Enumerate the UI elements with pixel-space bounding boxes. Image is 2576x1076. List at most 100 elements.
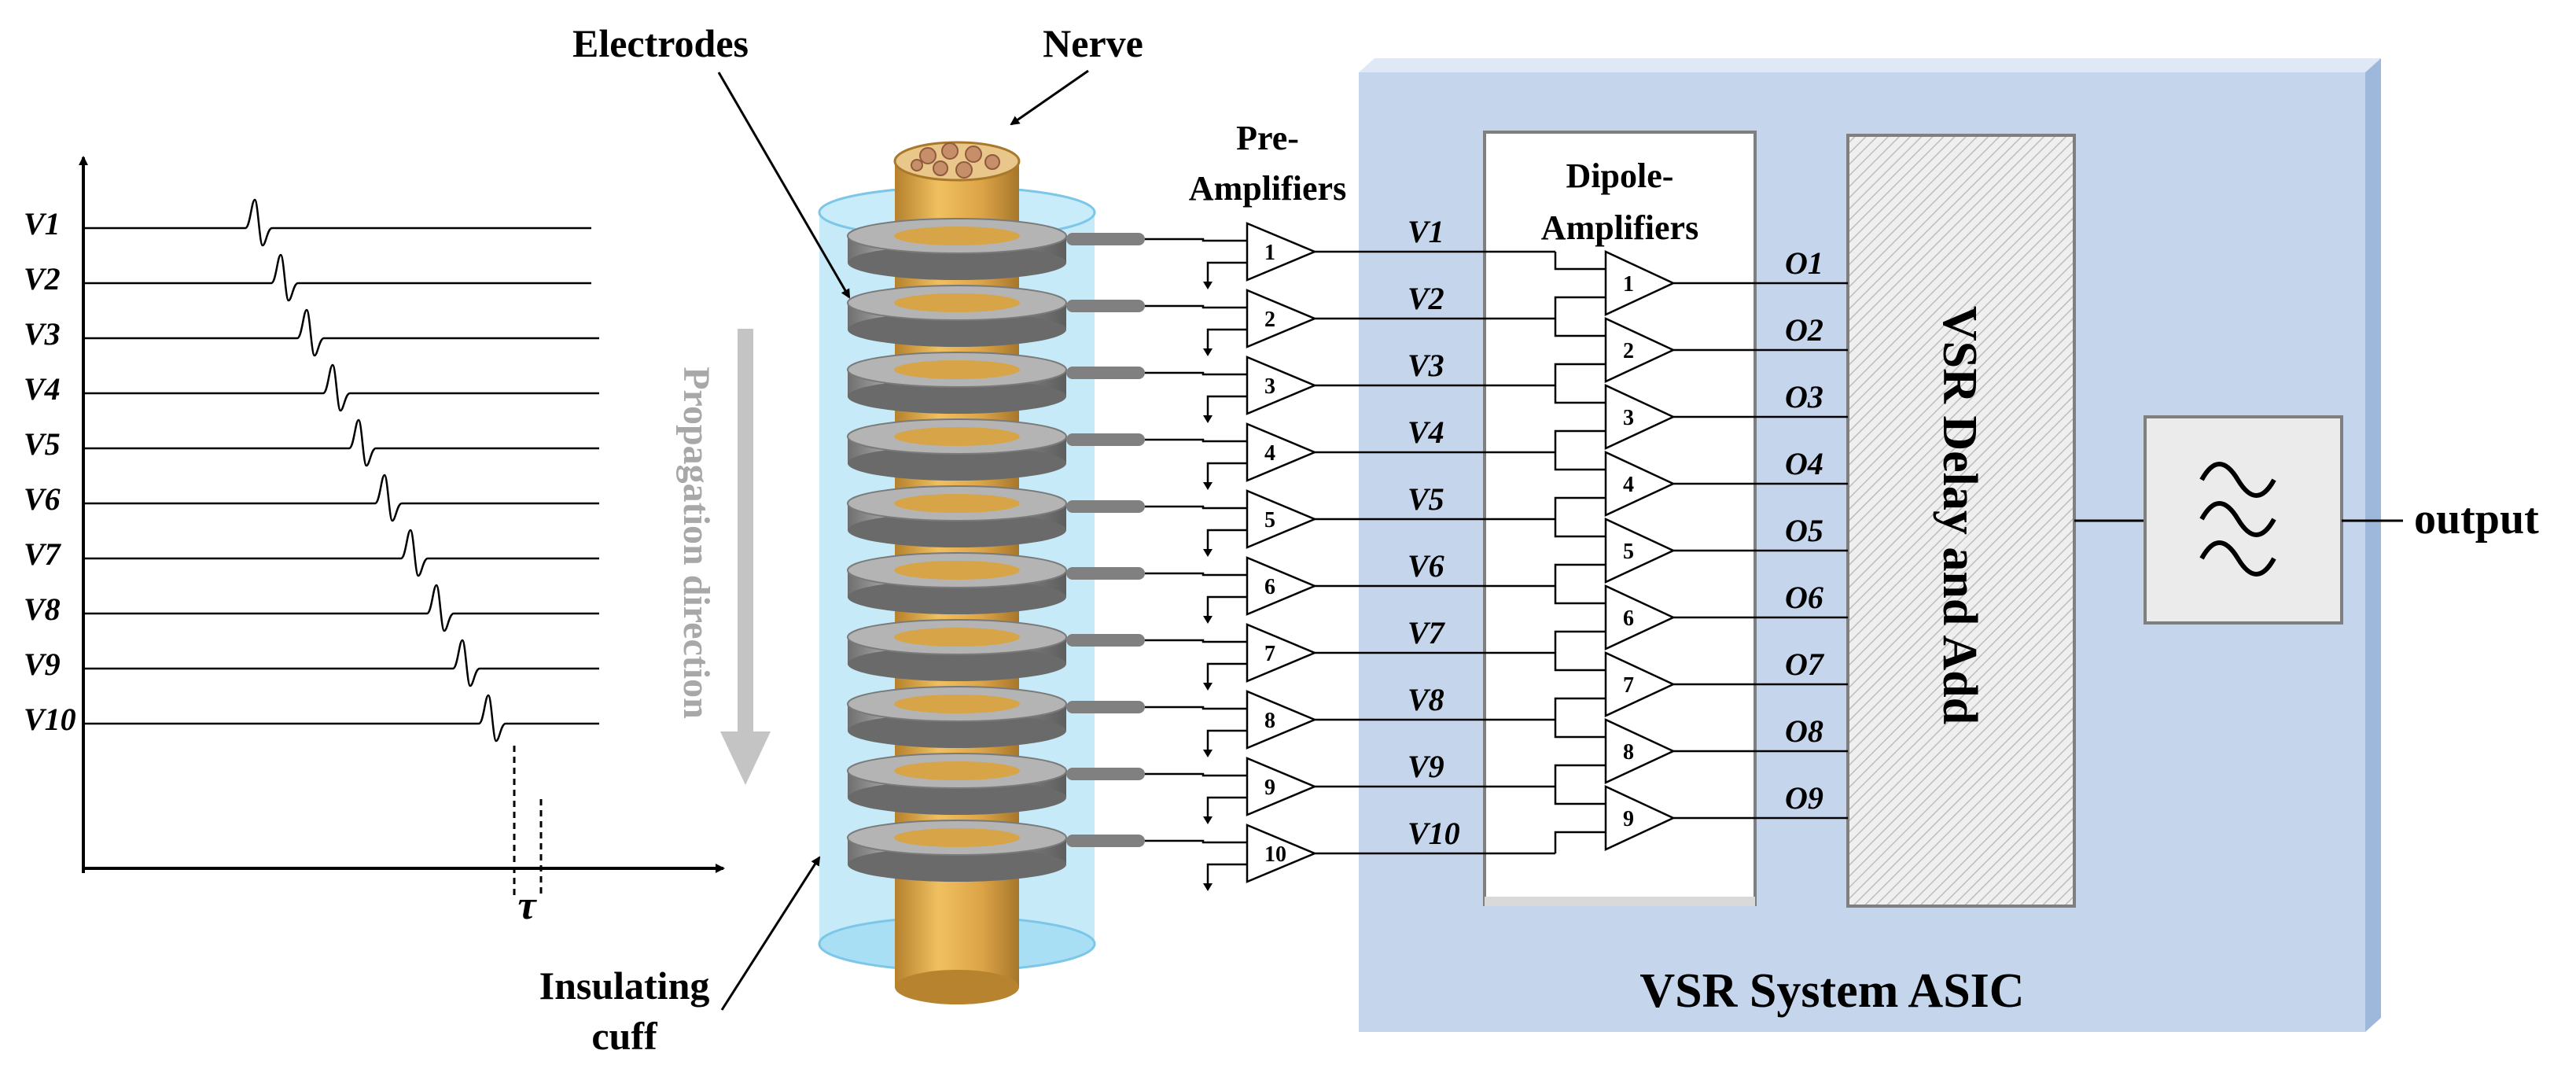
- electrode-ring: [847, 619, 1145, 681]
- pre-amp-number: 9: [1264, 776, 1275, 800]
- dipole-amplifier: 4 O4: [1554, 446, 1848, 519]
- electrode-ring: [847, 552, 1145, 614]
- dipole-output-label: O1: [1785, 245, 1823, 281]
- pre-amp-output-label: V3: [1408, 348, 1444, 383]
- signal-trace: V3: [24, 308, 599, 357]
- insulating-label: Insulating: [539, 964, 710, 1008]
- asic-label: VSR System ASIC: [1639, 964, 2024, 1018]
- asic-panel-top-edge: [1359, 58, 2381, 72]
- electrode-lead: [1066, 634, 1145, 647]
- signal-trace: V5: [24, 418, 599, 467]
- pre-amp-number: 4: [1264, 441, 1275, 466]
- pre-amp-output-label: V2: [1408, 281, 1444, 316]
- pre-amp-output-label: V8: [1408, 682, 1444, 717]
- pre-amp-label-line1: Pre-: [1236, 119, 1299, 157]
- pre-amp-number: 2: [1264, 308, 1275, 332]
- electrode-lead: [1066, 433, 1145, 446]
- dipole-output-label: O7: [1785, 647, 1825, 682]
- pre-amp-output-label: V6: [1408, 548, 1444, 584]
- dipole-output-label: O6: [1785, 580, 1823, 615]
- dipole-amp-number: 6: [1623, 606, 1634, 631]
- signal-waveform: [83, 253, 591, 302]
- electrode-lead: [1066, 367, 1145, 379]
- electrode-ring: [847, 485, 1145, 547]
- electrode-lead: [1066, 233, 1145, 245]
- vsr-delay-add-block: [1846, 134, 2076, 908]
- signal-label: V3: [24, 316, 61, 352]
- signal-label: V4: [24, 371, 61, 407]
- output-label: output: [2414, 495, 2539, 544]
- signal-trace: V1: [24, 198, 591, 247]
- propagation-label: Propagation direction: [675, 367, 717, 719]
- electrodes-pointer: [717, 72, 851, 299]
- signal-label: V2: [24, 261, 61, 297]
- signal-label: V8: [24, 591, 61, 627]
- pre-amplifier: 3 V3: [1145, 348, 1555, 423]
- signal-waveform: [83, 529, 599, 577]
- dipole-amplifier: 9O9: [1554, 780, 1848, 853]
- dipole-amplifier: 6 O6: [1554, 580, 1848, 653]
- pre-amplifier: 9 V9: [1145, 749, 1555, 824]
- signal-label: V7: [24, 536, 62, 572]
- dipole-amplifier: 8O8: [1554, 713, 1848, 787]
- pre-amp-number: 6: [1264, 575, 1275, 599]
- pre-amplifier: 5 V5: [1145, 481, 1555, 557]
- dipole-amp-number: 4: [1623, 473, 1634, 497]
- dipole-amplifier: 2O2: [1554, 312, 1848, 385]
- signal-waveform: [83, 639, 599, 687]
- pre-amp-output-label: V10: [1408, 816, 1460, 851]
- signal-label: V1: [24, 206, 61, 241]
- tau-label: τ: [517, 883, 537, 928]
- electrode-ring: [847, 285, 1145, 347]
- nerve-label: Nerve: [1043, 21, 1143, 65]
- electrode-ring: [847, 820, 1145, 882]
- signal-waveform: [83, 584, 599, 632]
- electrode-lead: [1066, 567, 1145, 580]
- signal-waveform: [83, 363, 599, 412]
- pre-amplifier: 8V8: [1145, 682, 1555, 757]
- signal-trace: V9: [24, 639, 599, 687]
- dipole-amplifier: 7 O7: [1554, 647, 1848, 720]
- signal-trace: V2: [24, 253, 591, 302]
- electrode-lead: [1066, 500, 1145, 513]
- filter-block: [2144, 415, 2343, 625]
- pre-amplifier: 4V4: [1145, 415, 1555, 490]
- pre-amp-number: 5: [1264, 508, 1275, 532]
- pre-amp-number: 3: [1264, 374, 1275, 399]
- propagation-arrow: Propagation direction: [675, 329, 771, 785]
- signal-trace: V10: [24, 694, 599, 743]
- cuff-pointer: [720, 856, 821, 1011]
- electrode-ring: [847, 753, 1145, 815]
- dipole-amplifier: 3O3: [1554, 379, 1848, 452]
- dipole-output-label: O5: [1785, 513, 1823, 548]
- pre-amp-number: 1: [1264, 241, 1275, 265]
- dipole-amp-number: 7: [1623, 673, 1634, 698]
- dipole-amplifier: 1O1: [1554, 245, 1848, 319]
- dipole-output-label: O4: [1785, 446, 1823, 481]
- pre-amp-output-label: V1: [1408, 214, 1444, 249]
- dipole-box-shadow: [1485, 897, 1755, 906]
- pre-amplifier: 2 V2: [1145, 281, 1555, 356]
- pre-amp-output-label: V7: [1408, 615, 1446, 650]
- nerve-bottom: [895, 970, 1019, 1004]
- pre-amp-output-label: V5: [1408, 481, 1444, 517]
- nerve-cuff-assembly: [818, 141, 1145, 1004]
- pre-amp-output-label: V9: [1408, 749, 1444, 784]
- electrode-ring: [847, 352, 1145, 414]
- cuff-label: cuff: [591, 1014, 658, 1058]
- asic-panel-side-edge: [2365, 58, 2381, 1032]
- propagation-arrow-head: [720, 731, 771, 785]
- electrode-lead: [1066, 300, 1145, 312]
- signal-trace: V4: [24, 363, 599, 412]
- signal-waveform: [83, 308, 599, 357]
- electrodes-label: Electrodes: [572, 21, 749, 65]
- electrode-lead: [1066, 701, 1145, 713]
- dipole-amp-number: 9: [1623, 807, 1634, 831]
- dipole-amp-number: 3: [1623, 406, 1634, 430]
- pre-amplifier: 1 V1: [1145, 214, 1555, 289]
- electrode-lead: [1066, 768, 1145, 780]
- dipole-label-line2: Amplifiers: [1541, 208, 1698, 247]
- dipole-amplifier: 5O5: [1554, 513, 1848, 586]
- electrode-ring: [847, 218, 1145, 280]
